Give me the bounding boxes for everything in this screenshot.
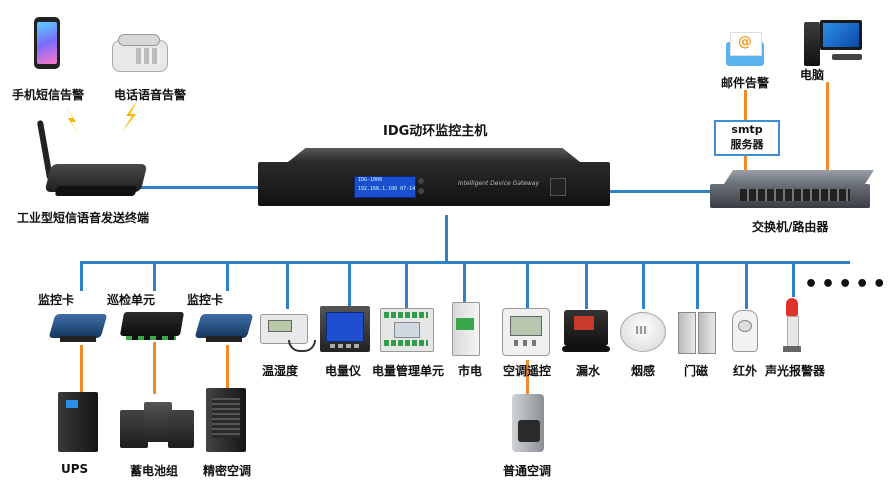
water-leak-device xyxy=(562,308,612,356)
sms-terminal-label: 工业型短信语音发送终端 xyxy=(17,211,150,225)
bus-drop xyxy=(405,261,408,309)
bus-drop xyxy=(526,261,529,309)
bus-drop xyxy=(153,261,156,291)
bus-label-sound-light-alarm: 声光报警器 xyxy=(765,364,826,378)
monitor-card-device-1 xyxy=(48,308,108,344)
bus-label-inspection-unit: 巡检单元 xyxy=(107,293,156,307)
mobile-sms-alarm-label: 手机短信告警 xyxy=(12,88,85,102)
phone-voice-alarm-label: 电话语音告警 xyxy=(114,88,187,102)
ups-label: UPS xyxy=(61,462,89,476)
ordinary-ac-label: 普通空调 xyxy=(503,464,552,478)
bus-drop xyxy=(696,261,699,309)
bus-drop xyxy=(286,261,289,309)
host-device: IDG-1000 192.168.1.100 07-14 Intelligent… xyxy=(258,148,610,206)
telephone-icon xyxy=(110,30,168,78)
sound-light-alarm-device xyxy=(780,296,804,356)
bus-drop xyxy=(642,261,645,309)
computer-icon xyxy=(800,18,864,74)
bus-label-mains: 市电 xyxy=(458,364,483,378)
link-terminal-host xyxy=(140,186,260,189)
smtp-label: smtp xyxy=(731,123,763,136)
ac-remote-device xyxy=(502,308,552,356)
smoke-detector-device xyxy=(618,308,668,354)
bus-label-ac-remote: 空调遥控 xyxy=(503,364,552,378)
link-smtp-switch xyxy=(744,152,747,172)
email-alarm-label: 邮件告警 xyxy=(721,76,770,90)
mobile-phone-icon xyxy=(34,17,60,69)
lcd-line1: IDG-1000 xyxy=(358,177,383,183)
computer-label: 电脑 xyxy=(800,68,825,82)
link-pc-switch xyxy=(826,82,829,172)
power-meter-device xyxy=(320,306,376,354)
more-devices-ellipsis: ••••• xyxy=(804,272,890,297)
bus-drop xyxy=(585,261,588,309)
bus-drop xyxy=(80,261,83,291)
switch-router-label: 交换机/路由器 xyxy=(752,220,829,234)
bus-label-monitor-card-2: 监控卡 xyxy=(187,293,224,307)
door-magnet-device xyxy=(676,310,720,356)
monitor-card-device-2 xyxy=(194,308,254,344)
temperature-humidity-device xyxy=(258,308,316,352)
link-acremote-ac xyxy=(526,360,529,396)
ups-device xyxy=(58,392,104,454)
link-email-smtp xyxy=(744,90,747,120)
link-host-switch xyxy=(610,190,720,193)
inspection-unit-device xyxy=(119,308,185,342)
lcd-line2: 192.168.1.100 07-14 xyxy=(358,186,416,192)
bus-drop xyxy=(348,261,351,309)
host-brand-text: Intelligent Device Gateway xyxy=(458,180,540,187)
bus-drop xyxy=(463,261,466,303)
bus-label-door-magnet: 门磁 xyxy=(684,364,709,378)
lightning-icon xyxy=(122,100,138,132)
ordinary-ac-device xyxy=(510,394,550,454)
battery-label: 蓄电池组 xyxy=(130,464,179,478)
bus-label-power-mgmt-unit: 电量管理单元 xyxy=(372,364,445,378)
email-icon: @ xyxy=(724,30,766,66)
precision-ac-label: 精密空调 xyxy=(203,464,252,478)
bus-label-smoke: 烟感 xyxy=(631,364,656,378)
bus-label-power-meter: 电量仪 xyxy=(325,364,362,378)
link-card-precision-ac xyxy=(226,345,229,390)
bus-label-temp-humidity: 温湿度 xyxy=(262,364,299,378)
link-card-ups xyxy=(80,345,83,393)
link-inspect-battery xyxy=(153,342,156,394)
smtp-server-label: 服务器 xyxy=(730,138,764,151)
bus-drop xyxy=(745,261,748,309)
link-host-bus xyxy=(445,215,448,263)
smtp-server-box: smtp 服务器 xyxy=(714,120,780,156)
bus-label-water-leak: 漏水 xyxy=(576,364,601,378)
power-management-unit-device xyxy=(380,306,436,354)
mains-power-device xyxy=(450,302,482,356)
lightning-icon xyxy=(64,104,80,136)
bus-label-monitor-card-1: 监控卡 xyxy=(38,293,75,307)
battery-group-device xyxy=(120,396,196,452)
bus-drop xyxy=(226,261,229,291)
page-title: IDG动环监控主机 xyxy=(383,124,488,139)
infrared-sensor-device xyxy=(728,308,762,356)
sms-terminal-device xyxy=(34,119,148,210)
precision-ac-device xyxy=(206,388,250,454)
switch-router-device xyxy=(710,170,880,214)
bus-label-infrared: 红外 xyxy=(733,364,758,378)
bus-drop xyxy=(792,261,795,297)
